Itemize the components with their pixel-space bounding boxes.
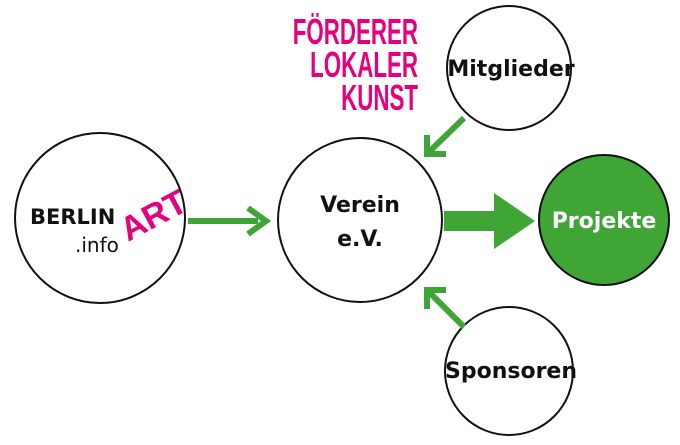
sponsoren-label: Sponsoren [445,359,577,384]
arrow-mitglieder-to-verein [424,115,467,157]
slogan: FÖRDERER LOKALER KUNST [293,13,418,119]
mitglieder-label: Mitglieder [447,57,574,82]
node-berlinart: BERLIN ART .info [14,132,194,304]
verein-line-2: e.V. [337,227,383,252]
slogan-line-3: KUNST [341,79,418,119]
verein-line-1: Verein [320,193,400,218]
arrow-sponsoren-to-verein [424,287,467,330]
node-sponsoren: Sponsoren [444,306,577,436]
berlin-label: BERLIN [30,205,115,229]
arrow-verein-to-projekte [444,193,535,249]
node-mitglieder: Mitglieder [446,5,575,131]
slogan-line-1: FÖRDERER [293,13,418,53]
projekte-label: Projekte [552,209,657,234]
node-verein: Verein e.V. [277,137,443,303]
slogan-line-2: LOKALER [310,46,418,86]
node-projekte: Projekte [538,154,670,286]
info-label: .info [75,233,119,257]
arrow-berlin-to-verein [188,205,272,237]
